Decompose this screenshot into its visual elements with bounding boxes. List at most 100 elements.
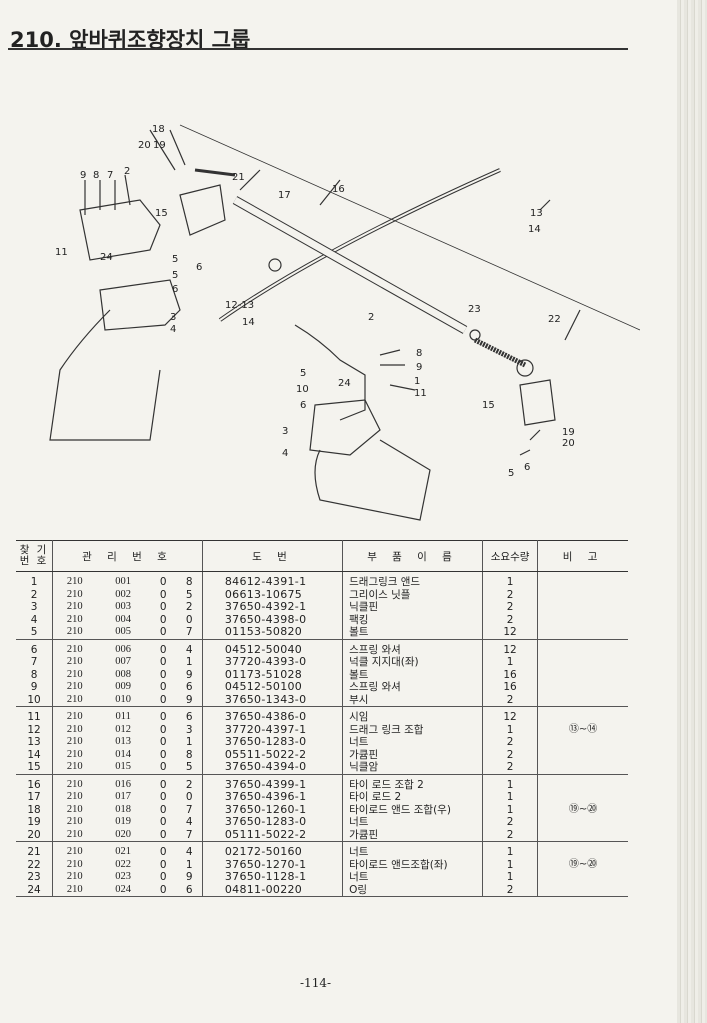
cell-drawing-number: 02172-50160: [202, 841, 344, 859]
cell-mgmt-check: 0: [176, 791, 203, 804]
cell-find-number: 6: [16, 639, 54, 656]
cell-mgmt-group: 210: [66, 601, 83, 612]
cell-remarks: [537, 828, 628, 842]
cell-mgmt-group: 210: [52, 626, 97, 640]
svg-text:8: 8: [416, 348, 422, 359]
cell-quantity: 12: [482, 706, 539, 724]
cell-remarks: [538, 774, 628, 791]
cell-part-name: 넉클 지지대(좌): [342, 656, 483, 669]
svg-text:3: 3: [282, 426, 288, 437]
cell-mgmt-rev: 0: [159, 588, 167, 601]
cell-part-name: 타이로드 앤드조합(좌): [342, 858, 483, 871]
cell-mgmt-seq: 002: [115, 588, 132, 600]
binding-edge: [677, 0, 707, 1023]
cell-mgmt-check: 4: [176, 816, 203, 829]
cell-part-name: 스프링 와셔: [342, 681, 483, 694]
cell-mgmt-group: 210: [66, 656, 83, 667]
cell-drawing-number: 84612-4391-1: [202, 571, 344, 589]
cell-find-number: 24: [16, 883, 54, 897]
cell-remarks: [538, 572, 628, 589]
svg-text:23: 23: [468, 304, 481, 315]
cell-find-number: 4: [16, 613, 54, 626]
col-header-part-name: 부 품 이 름: [342, 540, 483, 572]
cell-mgmt-check: 9: [176, 871, 203, 884]
cell-mgmt-seq: 024: [96, 883, 150, 897]
cell-remarks: [538, 871, 628, 884]
cell-drawing-number: 37720-4397-1: [202, 723, 344, 736]
cell-drawing-number: 05511-5022-2: [202, 748, 344, 761]
cell-mgmt-seq: 018: [115, 803, 132, 815]
cell-drawing-number: 06613-10675: [202, 588, 344, 601]
svg-text:6: 6: [524, 462, 530, 473]
cell-mgmt-check: 6: [176, 883, 203, 897]
cell-find-number: 19: [16, 816, 54, 829]
cell-find-number: 8: [16, 668, 54, 681]
cell-quantity: 2: [482, 601, 539, 614]
cell-mgmt-check: 2: [176, 601, 203, 614]
cell-find-number: 7: [16, 656, 54, 669]
cell-mgmt-seq: 020: [96, 828, 150, 842]
cell-mgmt-seq: 001: [115, 576, 132, 587]
cell-quantity: 16: [482, 681, 539, 694]
svg-text:14: 14: [242, 317, 255, 328]
cell-mgmt-rev: 0: [159, 736, 167, 748]
cell-part-name: 볼트: [342, 668, 483, 681]
svg-text:2: 2: [124, 166, 130, 177]
cell-mgmt-seq: 004: [115, 613, 132, 625]
cell-quantity: 2: [482, 736, 539, 749]
cell-quantity: 1: [482, 803, 539, 816]
cell-mgmt-seq: 013: [115, 736, 132, 747]
cell-remarks: [538, 791, 628, 804]
svg-text:11: 11: [55, 247, 68, 258]
cell-mgmt-check: 7: [176, 803, 203, 816]
svg-text:4: 4: [170, 324, 176, 335]
cell-mgmt-check: 7: [176, 828, 203, 842]
cell-remarks: [538, 669, 628, 682]
cell-mgmt-group: 210: [52, 761, 97, 775]
cell-quantity: 2: [482, 883, 539, 897]
cell-quantity: 12: [482, 639, 539, 656]
cell-part-name: 너트: [342, 816, 483, 829]
cell-mgmt-group: 210: [66, 588, 83, 600]
cell-find-number: 17: [16, 791, 54, 804]
cell-quantity: 1: [482, 841, 539, 859]
cell-part-name: 가큠핀: [342, 828, 483, 842]
cell-drawing-number: 05111-5022-2: [202, 828, 344, 842]
cell-find-number: 12: [16, 723, 54, 736]
page-number: -114-: [300, 976, 332, 990]
cell-find-number: 1: [16, 571, 54, 589]
cell-mgmt-group: 210: [66, 576, 83, 587]
cell-drawing-number: 37650-4399-1: [202, 774, 344, 791]
cell-mgmt-group: 210: [52, 828, 97, 842]
cell-mgmt-check: 8: [176, 748, 203, 761]
svg-text:22: 22: [548, 314, 561, 325]
cell-mgmt-group: 210: [66, 723, 83, 735]
svg-text:20: 20: [562, 438, 575, 449]
svg-text:9: 9: [80, 170, 86, 181]
svg-text:5: 5: [172, 254, 178, 265]
cell-mgmt-seq: 008: [115, 668, 132, 680]
cell-mgmt-check: 9: [176, 693, 203, 707]
cell-mgmt-group: 210: [66, 711, 83, 722]
cell-find-number: 16: [16, 774, 54, 791]
svg-text:15: 15: [155, 208, 168, 219]
cell-mgmt-rev: 0: [159, 791, 167, 803]
svg-text:1: 1: [414, 376, 420, 387]
col-header-management-number: 관 리 번 호: [52, 540, 203, 572]
cell-find-number: 13: [16, 736, 54, 749]
svg-text:7: 7: [107, 170, 113, 181]
svg-text:4: 4: [282, 448, 288, 459]
cell-drawing-number: 37650-1270-1: [202, 858, 344, 871]
cell-mgmt-group: 210: [66, 871, 83, 882]
cell-remarks: ⑬~⑭: [568, 723, 598, 735]
cell-mgmt-seq: 007: [115, 656, 132, 667]
